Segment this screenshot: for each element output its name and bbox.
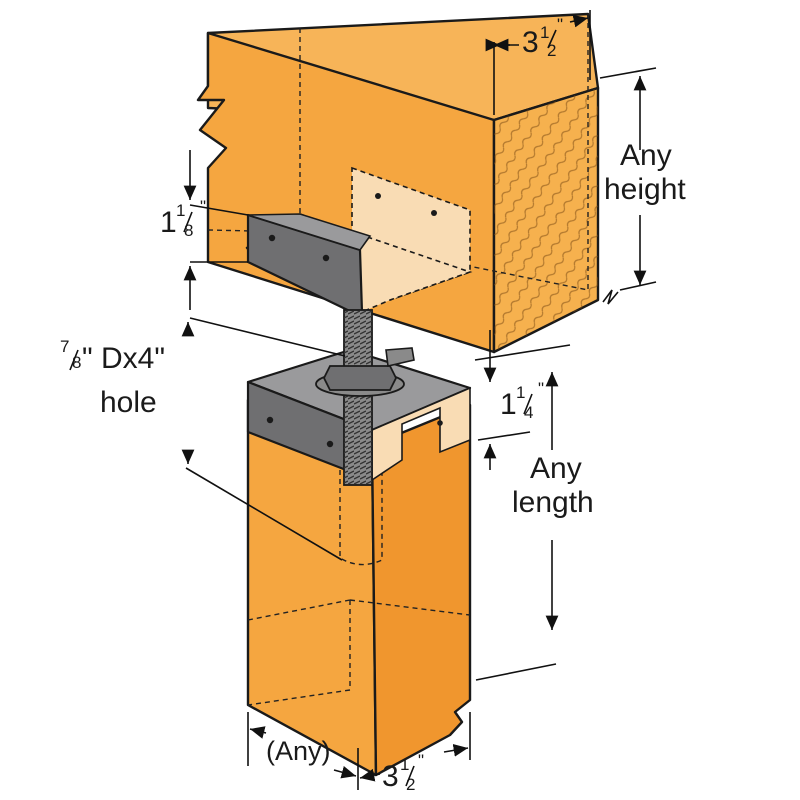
top-plate-whole: 1 bbox=[160, 206, 177, 239]
post-width-whole: 3 bbox=[382, 760, 399, 793]
post-width-unit: " bbox=[418, 751, 424, 770]
hex-nut bbox=[322, 365, 398, 391]
base-plate-unit: " bbox=[538, 379, 544, 398]
hole-label: hole bbox=[100, 386, 157, 419]
post-width-den: 2 bbox=[406, 775, 415, 794]
beam-width-unit: " bbox=[557, 15, 563, 34]
post-width-num: 1 bbox=[400, 755, 409, 774]
hole-size-text: " Dx4" bbox=[82, 342, 165, 375]
base-plate-whole: 1 bbox=[500, 388, 517, 421]
base-plate-right-flange bbox=[371, 386, 471, 482]
beam-width-num: 1 bbox=[540, 23, 549, 42]
top-plate-unit: " bbox=[200, 197, 206, 216]
post-length-label-2: length bbox=[512, 486, 594, 519]
post-length-label-1: Any bbox=[530, 452, 582, 485]
beam-width-den: 2 bbox=[547, 41, 556, 60]
dimension-lines bbox=[181, 10, 657, 790]
post-right-face bbox=[370, 403, 472, 777]
base-plate-den: 4 bbox=[524, 403, 533, 422]
top-plate-den: 8 bbox=[184, 221, 193, 240]
base-plate-num: 1 bbox=[516, 383, 525, 402]
top-plate-num: 1 bbox=[176, 201, 185, 220]
hole-frac-num: 7 bbox=[60, 337, 69, 356]
lock-wing bbox=[385, 347, 415, 367]
beam-height-label-2: height bbox=[604, 173, 686, 206]
post-any-label: (Any) bbox=[266, 736, 331, 766]
threaded-rod bbox=[315, 309, 415, 486]
beam bbox=[196, 12, 600, 354]
beam-height-label-1: Any bbox=[620, 139, 672, 172]
top-saddle-plate bbox=[244, 166, 473, 318]
beam-width-whole: 3 bbox=[522, 26, 539, 59]
hole-frac-den: 8 bbox=[72, 353, 81, 372]
